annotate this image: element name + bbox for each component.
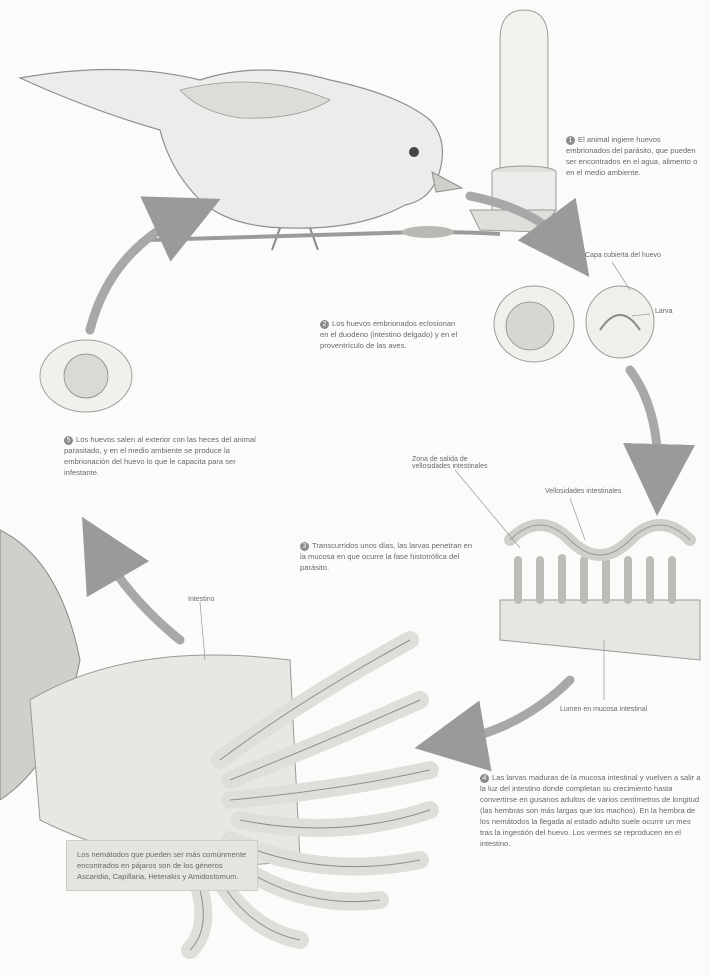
eggshell-label: Capa cubierta del huevo xyxy=(585,252,675,259)
step-5-text: Los huevos salen al exterior con las hec… xyxy=(64,435,256,477)
mucosa-layer-label: Vellosidades intestinales xyxy=(545,488,625,495)
lumen-label: Lumen en mucosa intestinal xyxy=(560,706,647,713)
step-4-text: Las larvas maduras de la mucosa intestin… xyxy=(480,773,701,848)
larva-label: Larva xyxy=(655,308,673,315)
step-3-text: Transcurridos unos días, las larvas pene… xyxy=(300,541,472,572)
step-4-number: 4 xyxy=(480,774,489,783)
intestine-label: Intestino xyxy=(188,596,214,603)
larva-illustration xyxy=(40,340,132,412)
intestinal-villi-illustration xyxy=(500,525,700,660)
step-2-text: Los huevos embrionados eclosionan en el … xyxy=(320,319,457,350)
step-1-number: 1 xyxy=(566,136,575,145)
egg-illustration xyxy=(494,286,654,362)
step-5-number: 5 xyxy=(64,436,73,445)
bird-illustration xyxy=(20,69,500,250)
genera-info-box: Los nemátodos que pueden ser más comúnme… xyxy=(66,840,258,891)
step-2-number: 2 xyxy=(320,320,329,329)
step-3-number: 3 xyxy=(300,542,309,551)
villi-label: Zona de salida de vellosidades intestina… xyxy=(412,456,500,470)
genera-info-text: Los nemátodos que pueden ser más comúnme… xyxy=(77,850,246,881)
step-1-text: El animal ingiere huevos embrionados del… xyxy=(566,135,697,177)
